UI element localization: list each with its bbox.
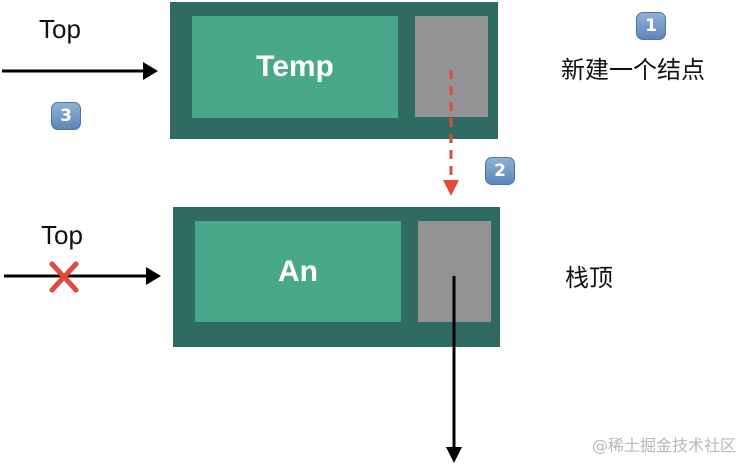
old-top-to-an-arrow bbox=[4, 267, 161, 285]
top-to-temp-arrow bbox=[2, 62, 158, 80]
cross-icon bbox=[49, 261, 79, 293]
temp-node: Temp bbox=[170, 2, 498, 139]
top-label-lower: Top bbox=[41, 220, 83, 250]
step-2-badge: 2 bbox=[485, 157, 515, 185]
temp-node-data: Temp bbox=[192, 16, 398, 118]
an-node-data: An bbox=[195, 221, 401, 322]
an-next-arrow bbox=[446, 276, 462, 463]
an-node: An bbox=[173, 207, 500, 347]
temp-node-pointer bbox=[415, 16, 488, 117]
step-3-badge: 3 bbox=[51, 102, 81, 130]
top-label-upper: Top bbox=[39, 14, 81, 44]
watermark: @稀土掘金技术社区 bbox=[592, 436, 737, 455]
new-node-annotation: 新建一个结点 bbox=[561, 56, 705, 84]
stack-top-annotation: 栈顶 bbox=[565, 264, 613, 292]
temp-next-dashed-arrow bbox=[443, 70, 459, 196]
step-1-badge: 1 bbox=[636, 12, 666, 40]
